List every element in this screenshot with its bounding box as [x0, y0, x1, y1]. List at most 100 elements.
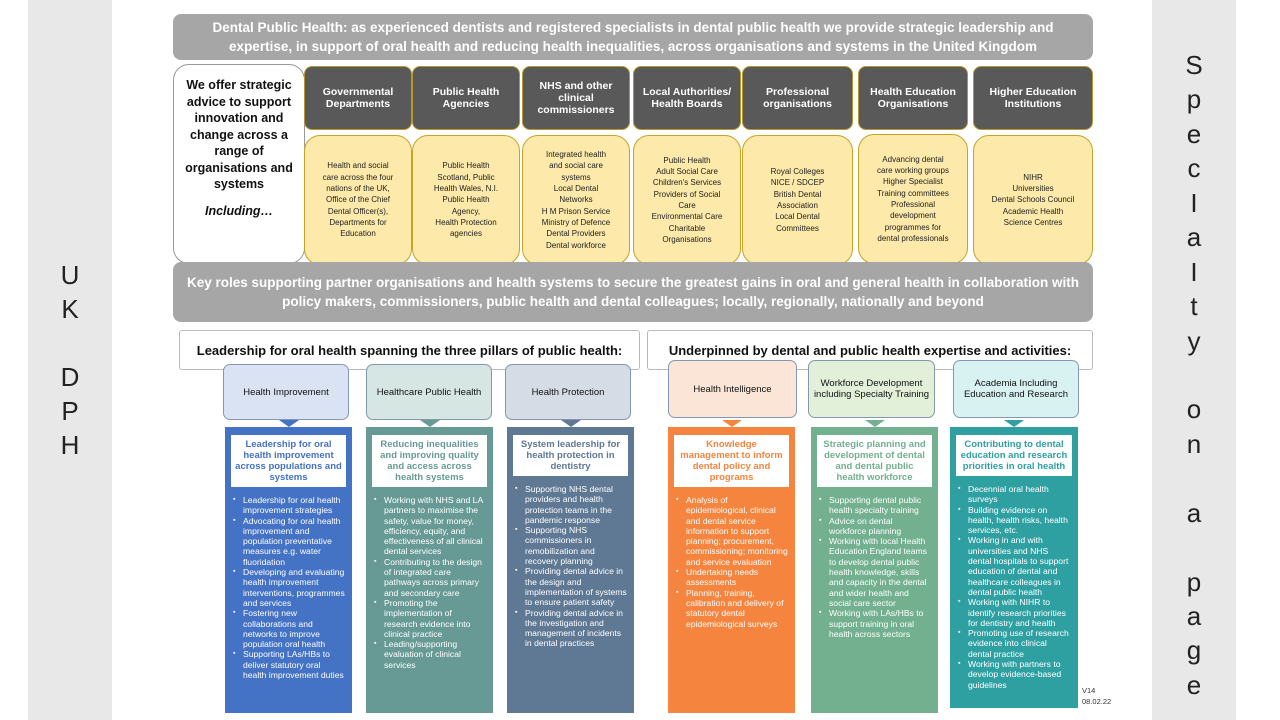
- connector-arrow: [721, 420, 742, 427]
- pillar-column: Contributing to dental education and res…: [950, 427, 1078, 708]
- activity-item: Decennial oral health surveys: [956, 484, 1072, 505]
- side-letter: U: [60, 260, 80, 290]
- connector-arrow: [1004, 420, 1024, 427]
- pillar-column: Reducing inequalities and improving qual…: [366, 427, 493, 713]
- section-three-pillars: Leadership for oral health spanning the …: [179, 330, 640, 370]
- side-letter: o: [1186, 394, 1202, 425]
- activity-item: Working with partners to develop evidenc…: [956, 659, 1072, 690]
- activity-item: Advice on dental workforce planning: [817, 516, 932, 537]
- activity-item: Supporting LAs/HBs to deliver statutory …: [231, 649, 346, 680]
- activity-list: Analysis of epidemiological, clinical an…: [674, 495, 789, 629]
- side-letter: a: [1186, 601, 1202, 631]
- partner-examples: Integrated health and social care system…: [522, 135, 630, 265]
- activity-list: Supporting NHS dental providers and heal…: [513, 484, 628, 649]
- connector-arrow: [419, 420, 440, 427]
- pillar-heading: Contributing to dental education and res…: [956, 435, 1072, 476]
- pillar-heading: System leadership for health protection …: [513, 435, 628, 476]
- activity-item: Fostering new collaborations and network…: [231, 608, 346, 649]
- activity-item: Undertaking needs assessments: [674, 567, 789, 588]
- side-letter: g: [1186, 635, 1202, 666]
- activity-item: Developing and evaluating health improve…: [231, 567, 346, 608]
- pillar-column: Knowledge management to inform dental po…: [668, 427, 795, 713]
- side-letter: t: [1190, 291, 1198, 322]
- pillar-column: System leadership for health protection …: [507, 427, 634, 713]
- activity-item: Supporting NHS dental providers and heal…: [513, 484, 628, 525]
- activity-item: Working with NIHR to identify research p…: [956, 597, 1072, 628]
- activity-item: Contributing to the design of integrated…: [372, 557, 487, 598]
- side-letter: p: [1186, 84, 1202, 115]
- pillar-header: Health Intelligence: [668, 360, 797, 418]
- pillar-heading: Leadership for oral health improvement a…: [231, 435, 346, 487]
- pillar-heading: Strategic planning and development of de…: [817, 435, 932, 487]
- pillar-header: Health Improvement: [223, 364, 349, 420]
- partner-examples: NIHR Universities Dental Schools Council…: [973, 135, 1093, 265]
- top-banner: Dental Public Health: as experienced den…: [173, 14, 1093, 60]
- activity-list: Working with NHS and LA partners to maxi…: [372, 495, 487, 670]
- side-letter: a: [1186, 222, 1202, 253]
- partner-header: NHS and other clinical commissioners: [522, 66, 630, 130]
- side-letter: I: [1190, 256, 1198, 287]
- side-letter: D: [60, 362, 80, 392]
- activity-item: Providing dental advice in the design an…: [513, 566, 628, 607]
- pillar-heading: Reducing inequalities and improving qual…: [372, 435, 487, 487]
- activity-list: Decennial oral health surveysBuilding ev…: [956, 484, 1072, 690]
- partner-header: Higher Education Institutions: [973, 66, 1093, 130]
- offer-box: We offer strategic advice to support inn…: [173, 64, 305, 264]
- partner-examples: Public Health Scotland, Public Health Wa…: [412, 135, 520, 265]
- partner-header: Local Authorities/ Health Boards: [633, 66, 741, 130]
- side-letter: n: [1186, 428, 1202, 459]
- pillar-header: Workforce Development including Specialt…: [808, 360, 935, 418]
- pillar-column: Strategic planning and development of de…: [811, 427, 938, 713]
- activity-list: Supporting dental public health specialt…: [817, 495, 932, 639]
- connector-arrow: [278, 420, 299, 427]
- side-letter: H: [60, 430, 80, 460]
- activity-list: Leadership for oral health improvement s…: [231, 495, 346, 680]
- side-letter: I: [1190, 187, 1198, 218]
- partner-examples: Royal Colleges NICE / SDCEP British Dent…: [742, 135, 853, 265]
- side-letter: e: [1186, 118, 1202, 149]
- activity-item: Planning, training, calibration and deli…: [674, 588, 789, 629]
- side-letter: y: [1187, 325, 1201, 356]
- side-letter: c: [1187, 153, 1201, 184]
- activity-item: Working with local Health Education Engl…: [817, 536, 932, 608]
- connector-arrow: [864, 420, 885, 427]
- partner-header: Governmental Departments: [304, 66, 412, 130]
- side-letter: P: [61, 396, 79, 426]
- side-letter: S: [1185, 50, 1203, 80]
- pillar-header: Academia Including Education and Researc…: [953, 360, 1079, 418]
- activity-item: Promoting use of research evidence into …: [956, 628, 1072, 659]
- side-letter: p: [1186, 566, 1202, 597]
- key-roles-banner: Key roles supporting partner organisatio…: [173, 262, 1093, 322]
- partner-header: Public Health Agencies: [412, 66, 520, 130]
- pillar-header: Health Protection: [505, 364, 631, 420]
- activity-item: Supporting dental public health specialt…: [817, 495, 932, 516]
- version-label: V14: [1082, 686, 1096, 695]
- pillar-column: Leadership for oral health improvement a…: [225, 427, 352, 713]
- date-label: 08.02.22: [1082, 697, 1112, 706]
- connector-arrow: [560, 420, 581, 427]
- pillar-heading: Knowledge management to inform dental po…: [674, 435, 789, 487]
- partner-header: Health Education Organisations: [858, 66, 968, 130]
- pillar-header: Healthcare Public Health: [366, 364, 492, 420]
- side-letter: K: [61, 294, 79, 324]
- partner-examples: Health and social care across the four n…: [304, 135, 412, 265]
- activity-item: Promoting the implementation of research…: [372, 598, 487, 639]
- activity-item: Analysis of epidemiological, clinical an…: [674, 495, 789, 567]
- activity-item: Advocating for oral health improvement a…: [231, 516, 346, 567]
- activity-item: Providing dental advice in the investiga…: [513, 608, 628, 649]
- partner-header: Professional organisations: [742, 66, 853, 130]
- activity-item: Leadership for oral health improvement s…: [231, 495, 346, 516]
- side-letter: e: [1186, 669, 1202, 700]
- activity-item: Working with LAs/HBs to support training…: [817, 608, 932, 639]
- offer-text: We offer strategic advice to support inn…: [185, 78, 293, 191]
- activity-item: Working in and with universities and NHS…: [956, 535, 1072, 597]
- partner-examples: Advancing dental care working groups Hig…: [858, 134, 968, 264]
- partner-examples: Public Health Adult Social Care Children…: [633, 135, 741, 265]
- side-letter: a: [1186, 497, 1202, 528]
- activity-item: Building evidence on health, health risk…: [956, 505, 1072, 536]
- including-label: Including…: [204, 203, 274, 218]
- activity-item: Supporting NHS commissioners in remobili…: [513, 525, 628, 566]
- activity-item: Leading/supporting evaluation of clinica…: [372, 639, 487, 670]
